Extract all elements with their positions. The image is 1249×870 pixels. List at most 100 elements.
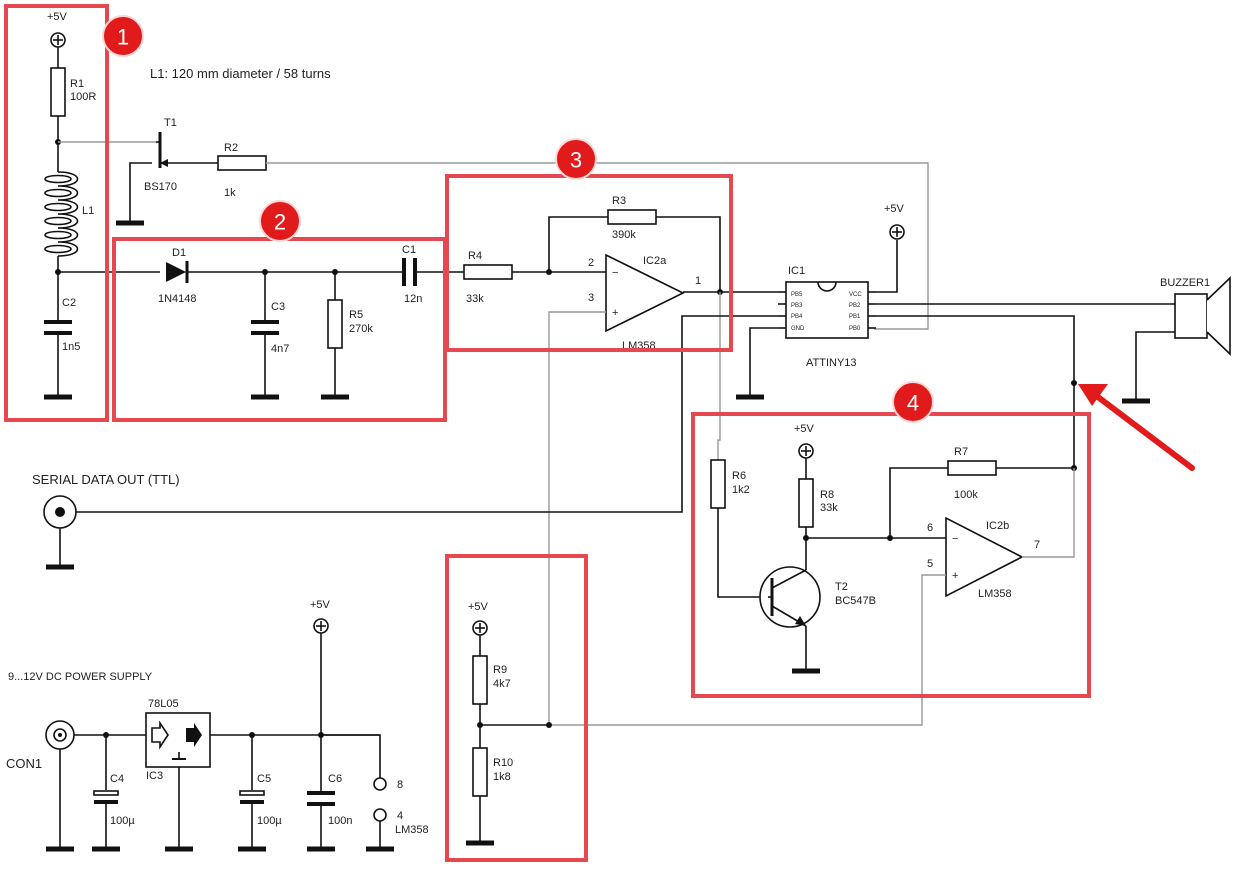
resistor-r6 [710,459,726,509]
supply-terminal-top [50,32,66,48]
comparator-section: R6 1k2 +5V R8 33k R7 100k [549,423,1077,726]
capacitor-c2 [44,320,72,335]
t1-ref: T1 [164,117,177,129]
power-supply-section: 9...12V DC POWER SUPPLY CON1 C4 100µ 78L… [6,599,429,852]
r1-ref: R1 [70,78,84,90]
lm358-pin-8-terminal [373,777,387,791]
t2-value: BC547B [835,595,876,607]
ic2a-pin-1: 1 [695,275,701,287]
d1-ref: D1 [172,247,186,259]
diode-d1 [166,261,189,283]
r5-value: 270k [349,323,373,335]
transistor-t2 [759,566,821,674]
supply-label-ic1: +5V [884,203,905,215]
regulator-ic3 [145,712,211,768]
r4-value: 33k [466,293,484,305]
r3-ref: R3 [612,195,626,207]
supply-terminal-ic1 [889,224,905,240]
ic2b-ref: IC2b [986,520,1009,532]
opamp-ic2a [605,253,685,333]
ic2a-minus-sign: − [612,267,618,279]
r10-value: 1k8 [493,771,511,783]
r9-ref: R9 [493,664,507,676]
c5-value: 100µ [257,815,282,827]
ic1-pin-pb3: PB3 [791,303,803,309]
c5-ref: C5 [257,773,271,785]
ic1-pin-vcc: VCC [849,292,862,298]
r10-ref: R10 [493,757,513,769]
highlight-box-1 [4,4,109,422]
r3-value: 390k [612,229,636,241]
resistor-r7 [947,460,997,476]
ic2b-plus-sign: + [952,570,958,582]
buzzer: BUZZER1 [1122,276,1231,404]
ic2b-pin-5: 5 [927,558,933,570]
lm358-pin-4-terminal [373,808,387,822]
r2-ref: R2 [224,142,238,154]
r2-value: 1k [224,187,236,199]
resistor-r8 [798,478,814,528]
pointer-arrow [1078,384,1195,471]
serial-out-label: SERIAL DATA OUT (TTL) [32,472,180,487]
c2-value: 1n5 [62,341,80,353]
c6-ref: C6 [328,773,342,785]
highlight-box-3 [445,174,733,352]
ic1-pin-pb1: PB1 [849,314,861,320]
r6-value: 1k2 [732,484,750,496]
supply-terminal-r8 [798,443,814,459]
highlight-box-2 [112,237,447,422]
r7-ref: R7 [954,446,968,458]
supply-label-psu: +5V [310,599,331,611]
c6-value: 100n [328,815,352,827]
r8-value: 33k [820,502,838,514]
amplifier-section: R4 33k R3 390k − + IC2a LM358 2 3 1 [463,195,778,725]
ic2a-ref: IC2a [643,255,667,267]
supply-label-top: +5V [47,11,68,23]
highlight-box-4 [691,412,1091,698]
c3-value: 4n7 [271,343,289,355]
resistor-r4 [463,264,513,280]
detector-section: D1 1N4148 C3 4n7 R5 270k C1 12n [58,244,464,400]
c1-ref: C1 [402,244,416,256]
lm358-power-part: LM358 [395,824,429,836]
c2-ref: C2 [62,297,76,309]
t1-value: BS170 [144,181,177,193]
resistor-r10 [472,747,488,797]
t2-ref: T2 [835,581,848,593]
serial-out-connector: SERIAL DATA OUT (TTL) [32,472,180,570]
highlight-box-5 [445,554,588,862]
resistor-r2 [217,155,267,171]
d1-value: 1N4148 [158,293,197,305]
badge-4-label: 4 [907,391,919,416]
r4-ref: R4 [468,250,482,262]
badge-1: 1 [102,15,144,57]
con1-label: CON1 [6,756,42,771]
capacitor-c5 [239,790,265,796]
ic1-pin-pb0: PB0 [849,326,861,332]
dc-input-connector [45,720,75,750]
r5-ref: R5 [349,309,363,321]
badge-3-label: 3 [570,148,582,173]
supply-terminal-r9 [472,620,488,636]
coil-l1 [44,171,79,257]
ic1-pin-pb5: PB5 [791,292,803,298]
r9-value: 4k7 [493,678,511,690]
power-supply-label: 9...12V DC POWER SUPPLY [8,671,153,683]
c3-ref: C3 [271,301,285,313]
buzzer-label: BUZZER1 [1160,277,1210,289]
ic2b-pin-7: 7 [1034,539,1040,551]
coil-section: +5V R1 100R L1 C2 [44,11,156,400]
mosfet-t1: T1 BS170 [116,117,180,226]
ic2a-pin-3: 3 [588,292,594,304]
supply-label-r8: +5V [794,423,815,435]
opamp-ic2b [945,516,1024,598]
divider-section: +5V R9 4k7 R10 1k8 [466,601,552,846]
c4-ref: C4 [110,773,124,785]
mcu-ic1: IC1 ATTINY13 PB5 PB3 PB4 GND VCC PB2 PB1… [778,265,876,369]
resistor-r3 [607,209,657,225]
supply-label-r9: +5V [468,601,489,613]
lm358-pin-4: 4 [397,810,403,822]
coil-note: L1: 120 mm diameter / 58 turns [150,66,331,81]
r1-value: 100R [70,91,96,103]
